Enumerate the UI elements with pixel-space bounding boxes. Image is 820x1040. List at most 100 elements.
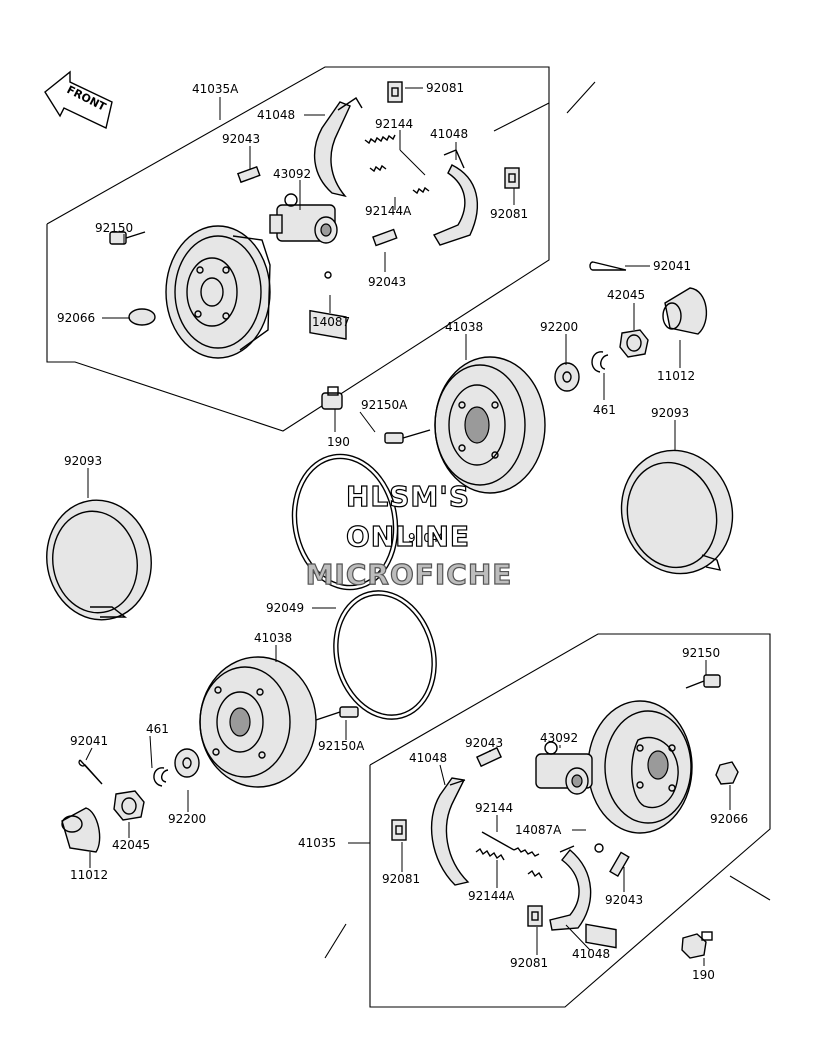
plate-lower-14087A	[585, 843, 617, 949]
label-41048-upper-b: 41048	[430, 127, 468, 141]
label-92081-upper-b: 92081	[490, 207, 528, 221]
hub-cap-lower-11012	[61, 807, 101, 853]
label-92043-lower-b: 92043	[605, 893, 643, 907]
brake-drum-92093-right	[620, 449, 734, 575]
lockwasher-lower-461	[153, 767, 169, 787]
brake-drum-92093-left	[46, 499, 152, 621]
spring-lower-92144	[481, 831, 540, 857]
lower-assembly-frame	[324, 633, 771, 1008]
label-92066-lower: 92066	[710, 812, 748, 826]
label-41048-lower-a: 41048	[409, 751, 447, 765]
label-92093-left: 92093	[64, 454, 102, 468]
brake-shoe-upper-left	[313, 97, 363, 198]
hub-drum-upper	[434, 356, 546, 494]
label-42045-upper: 42045	[607, 288, 645, 302]
washer-upper-92200	[554, 362, 580, 392]
bolt-upper-92150A	[384, 429, 431, 444]
bolt-lower-92150A	[315, 706, 359, 721]
leader-lines	[85, 87, 731, 966]
label-92200-lower: 92200	[168, 812, 206, 826]
washer-lower-92200	[174, 748, 200, 778]
label-92081-upper-a: 92081	[426, 81, 464, 95]
label-92150-upper: 92150	[95, 221, 133, 235]
brake-shoe-upper-right	[432, 149, 478, 246]
label-92081-lower-a: 92081	[382, 872, 420, 886]
seal-ring-92049-lower	[333, 590, 437, 720]
label-43092-lower: 43092	[540, 731, 578, 745]
label-41048-upper-a: 41048	[257, 108, 295, 122]
castle-nut-lower-42045	[113, 790, 145, 821]
label-92144a-upper: 92144A	[365, 204, 412, 218]
wheel-cylinder-lower	[535, 741, 593, 795]
watermark-line1: HLSM'S	[346, 480, 470, 513]
clip-lower-b	[527, 905, 543, 927]
label-41038-upper: 41038	[445, 320, 483, 334]
label-92049-center: 92049	[408, 531, 446, 545]
label-92144-upper: 92144	[375, 117, 413, 131]
cap-lower-92066	[715, 761, 739, 785]
watermark-line3: MICROFICHE	[306, 558, 513, 591]
brake-shoe-lower-right	[549, 845, 592, 931]
part-labels: 41035A 41048 92081 92144 41048 92043 430…	[57, 81, 748, 982]
label-92081-lower-b: 92081	[510, 956, 548, 970]
hub-cap-upper-11012	[662, 287, 708, 335]
spring-upper-92144A	[369, 164, 430, 195]
label-92049-lower: 92049	[266, 601, 304, 615]
backing-plate-upper	[165, 225, 271, 359]
label-190-upper: 190	[327, 435, 350, 449]
clip-upper-a	[387, 81, 403, 103]
label-11012-lower: 11012	[70, 868, 108, 882]
label-92041-upper: 92041	[653, 259, 691, 273]
label-92200-upper: 92200	[540, 320, 578, 334]
pin-lower-b	[609, 851, 630, 877]
watermark: HLSM'S ONLINE MICROFICHE	[305, 479, 513, 591]
label-14087: 14087	[312, 315, 350, 329]
label-92150a-upper: 92150A	[361, 398, 408, 412]
front-arrow-icon: FRONT	[44, 70, 113, 130]
brake-shoe-lower-left	[430, 777, 470, 886]
hub-drum-lower	[199, 656, 317, 788]
spring-lower-92144A	[475, 847, 543, 879]
label-92041-lower: 92041	[70, 734, 108, 748]
seal-ring-92049-center	[291, 453, 399, 591]
label-92144a-lower: 92144A	[468, 889, 515, 903]
label-11012-upper: 11012	[657, 369, 695, 383]
pin-upper-b	[372, 228, 398, 247]
clip-upper-b	[504, 167, 520, 189]
bleeder-upper-190	[321, 386, 343, 410]
pin-lower-a	[475, 746, 503, 768]
plate-upper-14087	[309, 271, 347, 340]
bleeder-lower-190	[681, 931, 713, 959]
upper-assembly-frame	[46, 66, 596, 432]
watermark-line2: ONLINE	[346, 520, 470, 553]
label-92144-lower: 92144	[475, 801, 513, 815]
label-41035a: 41035A	[192, 82, 239, 96]
label-43092-upper: 43092	[273, 167, 311, 181]
wheel-cylinder-upper	[269, 193, 338, 244]
label-92150a-lower: 92150A	[318, 739, 365, 753]
label-92043-lower-a: 92043	[465, 736, 503, 750]
label-92093-right: 92093	[651, 406, 689, 420]
bolt-lower-92150	[685, 674, 721, 689]
label-92043-upper-a: 92043	[222, 132, 260, 146]
label-92043-upper-b: 92043	[368, 275, 406, 289]
label-92066-upper: 92066	[57, 311, 95, 325]
label-42045-lower: 42045	[112, 838, 150, 852]
backing-plate-lower	[587, 700, 693, 834]
front-arrow-label: FRONT	[65, 83, 109, 114]
clip-lower-a	[391, 819, 407, 841]
label-461-lower: 461	[146, 722, 169, 736]
bolt-upper-92150	[109, 231, 146, 245]
label-14087a: 14087A	[515, 823, 562, 837]
cap-upper-92066	[128, 308, 156, 326]
cotter-pin-upper-92041	[589, 261, 627, 271]
label-41048-lower-b: 41048	[572, 947, 610, 961]
pin-upper-a	[236, 165, 261, 184]
label-92150-lower: 92150	[682, 646, 720, 660]
label-461-upper: 461	[593, 403, 616, 417]
label-41038-lower: 41038	[254, 631, 292, 645]
lockwasher-upper-461	[591, 351, 609, 373]
cotter-pin-lower-92041	[78, 759, 103, 785]
label-190-lower: 190	[692, 968, 715, 982]
